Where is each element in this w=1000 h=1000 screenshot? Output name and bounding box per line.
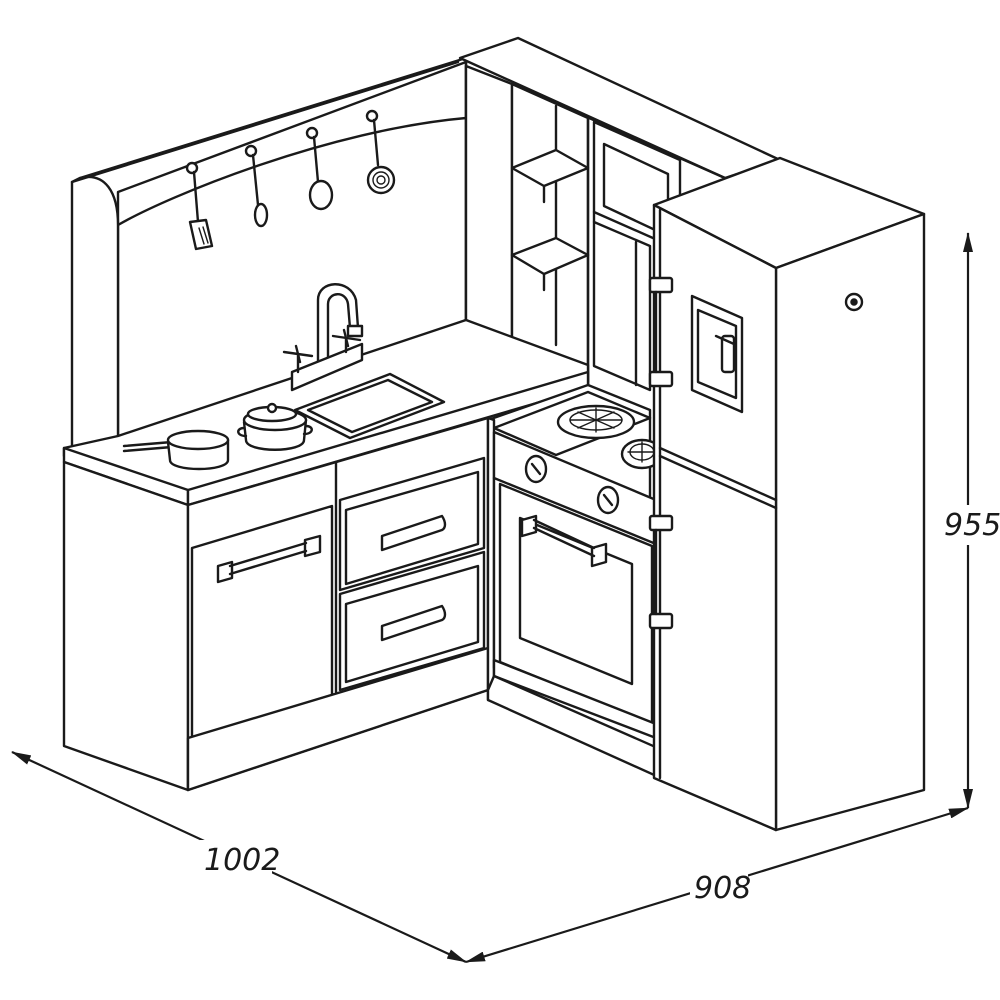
fridge-logo-icon	[844, 292, 864, 312]
skimmer-icon	[365, 109, 396, 195]
sink	[293, 372, 446, 440]
control-knob-left[interactable]	[524, 454, 548, 484]
fridge-hinges	[648, 276, 674, 630]
refrigerator	[652, 156, 926, 832]
left-side-panel	[70, 56, 468, 472]
shelf-unit	[458, 36, 782, 394]
burner-back-icon	[556, 404, 636, 440]
dishwasher-handle	[216, 534, 322, 584]
water-dispenser[interactable]	[690, 294, 744, 414]
slotted-turner-icon	[244, 144, 269, 228]
control-knob-right[interactable]	[596, 485, 620, 515]
dimension-width-label: 1002	[204, 843, 280, 878]
dimension-height: 955	[940, 232, 1000, 809]
ladle-icon	[305, 126, 334, 211]
cooking-pot-icon	[237, 402, 313, 451]
drawer-upper	[338, 456, 486, 592]
dimension-height-label: 955	[944, 508, 1000, 543]
spatula-icon	[185, 161, 214, 251]
oven-handle[interactable]	[520, 514, 608, 568]
dimension-depth: 908	[465, 806, 969, 964]
tap-handle-left-icon	[282, 344, 314, 374]
dimension-width: 1002	[11, 751, 467, 963]
frying-pan-icon	[122, 429, 230, 471]
dimension-depth-label: 908	[694, 871, 751, 906]
hanging-utensils	[185, 109, 396, 251]
tap-handle-right-icon	[331, 328, 362, 354]
faucet-icon	[282, 283, 364, 392]
